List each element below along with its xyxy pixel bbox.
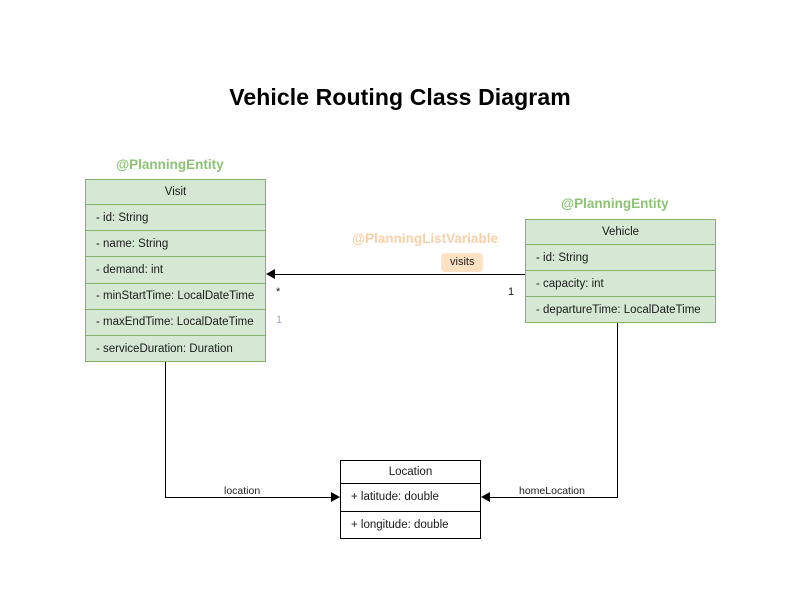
page-title: Vehicle Routing Class Diagram <box>229 84 571 110</box>
edge-location-vertical <box>165 362 167 497</box>
stereotype-planning-list-variable: @PlanningListVariable <box>352 231 498 246</box>
class-name-visit: Visit <box>85 179 266 205</box>
attribute-row: - serviceDuration: Duration <box>85 335 266 363</box>
edge-home-location-arrowhead <box>481 492 490 502</box>
attribute-row: - departureTime: LocalDateTime <box>525 297 716 323</box>
edge-label-visits: visits <box>441 253 484 272</box>
attribute-row: - maxEndTime: LocalDateTime <box>85 309 266 336</box>
edge-home-location-horizontal <box>489 496 619 498</box>
attribute-row: + latitude: double <box>340 484 481 512</box>
edge-visits-arrowhead <box>266 269 275 279</box>
uml-class-visit[interactable]: Visit - id: String - name: String - dema… <box>85 179 266 363</box>
edge-home-location-vertical <box>617 322 619 497</box>
multiplicity-visit-many: * <box>276 286 281 298</box>
attribute-row: + longitude: double <box>340 511 481 539</box>
multiplicity-visit-one: 1 <box>276 314 283 326</box>
edge-label-home-location: homeLocation <box>519 485 585 497</box>
attribute-row: - id: String <box>85 205 266 232</box>
edge-location-horizontal <box>165 496 332 498</box>
edge-location-arrowhead <box>331 492 340 502</box>
stereotype-vehicle-planning-entity: @PlanningEntity <box>561 196 669 211</box>
class-name-location: Location <box>340 460 481 484</box>
class-name-vehicle: Vehicle <box>525 219 716 245</box>
attribute-row: - capacity: int <box>525 271 716 297</box>
uml-class-vehicle[interactable]: Vehicle - id: String - capacity: int - d… <box>525 219 716 323</box>
uml-class-location[interactable]: Location + latitude: double + longitude:… <box>340 460 481 539</box>
edge-label-location: location <box>224 485 261 497</box>
attribute-row: - demand: int <box>85 257 266 284</box>
attribute-row: - minStartTime: LocalDateTime <box>85 283 266 310</box>
multiplicity-vehicle-one: 1 <box>508 286 515 298</box>
attribute-row: - name: String <box>85 231 266 258</box>
edge-visits-line <box>274 273 526 275</box>
attribute-row: - id: String <box>525 245 716 271</box>
stereotype-visit-planning-entity: @PlanningEntity <box>116 157 224 172</box>
